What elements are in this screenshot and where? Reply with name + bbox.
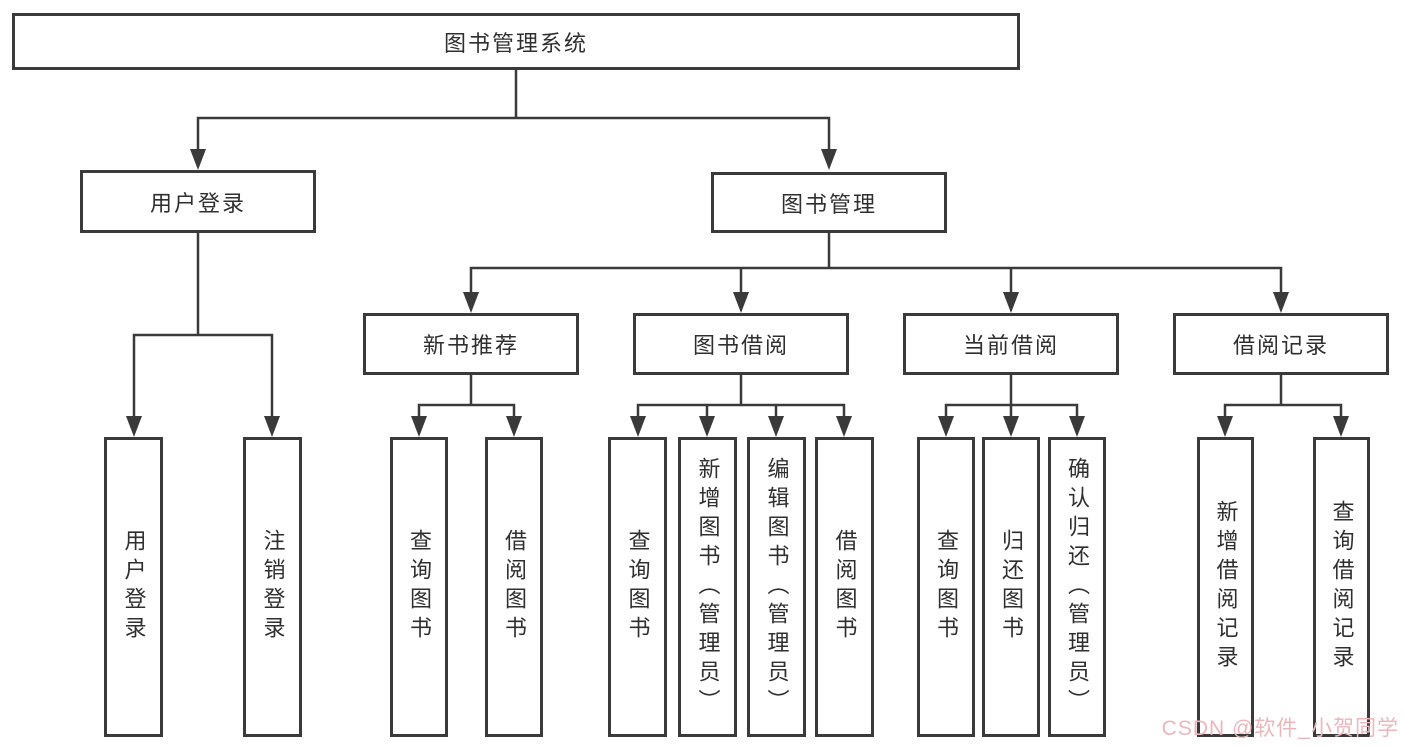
node-borrow-records: 借阅记录: [1173, 313, 1389, 375]
node-leaf-add-borrow-record: 新增借阅记录: [1197, 437, 1254, 737]
node-current-borrow: 当前借阅: [903, 313, 1119, 375]
node-leaf-query-books-3: 查询图书: [917, 437, 975, 737]
node-label: 用户登录: [121, 529, 147, 645]
node-leaf-query-borrow-record: 查询借阅记录: [1313, 437, 1370, 737]
node-label: 用户登录: [149, 190, 246, 216]
node-label: 归还图书: [999, 529, 1024, 645]
node-leaf-confirm-return-admin: 确认归还（管理员）: [1048, 437, 1106, 737]
node-leaf-add-book-admin: 新增图书（管理员）: [678, 437, 737, 737]
node-leaf-borrow-books-2: 借阅图书: [815, 437, 874, 737]
node-label: 查询图书: [934, 529, 959, 645]
node-label: 借阅图书: [502, 529, 527, 645]
node-book-borrow: 图书借阅: [633, 313, 849, 375]
node-label: 借阅图书: [832, 529, 858, 645]
node-label: 注销登录: [260, 529, 286, 645]
node-label: 图书管理: [780, 191, 877, 217]
node-label: 新书推荐: [422, 333, 519, 358]
node-label: 查询图书: [625, 529, 651, 645]
node-leaf-return-book: 归还图书: [982, 437, 1040, 737]
node-label: 当前借阅: [962, 333, 1059, 358]
node-label: 编辑图书（管理员）: [764, 456, 790, 718]
node-leaf-borrow-books-1: 借阅图书: [485, 437, 543, 737]
node-leaf-query-books-1: 查询图书: [390, 437, 448, 737]
node-label: 图书管理系统: [443, 30, 588, 56]
node-label: 查询借阅记录: [1329, 500, 1355, 674]
node-leaf-query-books-2: 查询图书: [608, 437, 667, 737]
node-new-book-recommend: 新书推荐: [363, 313, 579, 375]
arrowheads: [126, 149, 1349, 437]
node-label: 确认归还（管理员）: [1065, 456, 1090, 718]
node-leaf-edit-book-admin: 编辑图书（管理员）: [747, 437, 806, 737]
node-label: 查询图书: [407, 529, 432, 645]
node-leaf-logout: 注销登录: [243, 437, 302, 737]
node-leaf-user-login: 用户登录: [104, 437, 163, 737]
node-label: 图书借阅: [692, 333, 789, 358]
node-root-library-system: 图书管理系统: [12, 13, 1020, 70]
node-book-management: 图书管理: [711, 172, 947, 233]
node-label: 新增借阅记录: [1213, 500, 1239, 674]
node-label: 借阅记录: [1232, 333, 1329, 358]
node-label: 新增图书（管理员）: [695, 456, 721, 718]
csdn-watermark: CSDN @软件_小贺同学: [1161, 717, 1399, 740]
node-user-login: 用户登录: [80, 170, 316, 233]
